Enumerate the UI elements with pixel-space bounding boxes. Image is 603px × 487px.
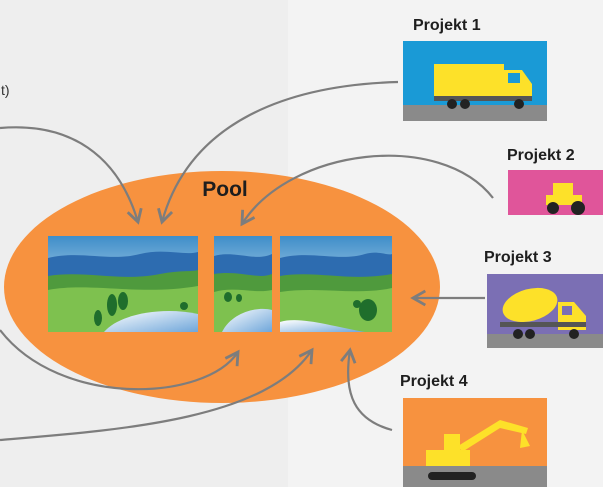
landscape-panel-right bbox=[280, 236, 392, 332]
project-1-card: Projekt 1 bbox=[403, 17, 547, 121]
left-edge-text-fragment: t) bbox=[1, 82, 10, 98]
arrow-pool-to-left-middle bbox=[0, 329, 240, 391]
arrow-left-upper-to-pool bbox=[0, 126, 143, 225]
arrow-projekt4-to-pool bbox=[340, 347, 393, 432]
arrow-projekt1-to-pool bbox=[157, 80, 399, 225]
project-1-label: Projekt 1 bbox=[413, 17, 481, 34]
cement-mixer-icon bbox=[500, 287, 586, 339]
flow-arrows bbox=[0, 80, 494, 442]
project-2-label: Projekt 2 bbox=[507, 147, 575, 164]
dump-truck-icon bbox=[434, 64, 532, 109]
project-4-label: Projekt 4 bbox=[400, 373, 468, 390]
project-4-card: Projekt 4 bbox=[400, 373, 547, 487]
pool-label: Pool bbox=[202, 178, 248, 201]
landscape-panel-left bbox=[48, 236, 198, 332]
arrow-pool-to-left-lower bbox=[0, 347, 314, 442]
arrow-projekt2-to-pool bbox=[240, 154, 494, 227]
project-3-card: Projekt 3 bbox=[484, 249, 603, 348]
tractor-icon bbox=[546, 183, 585, 215]
landscape-panel-middle bbox=[214, 236, 272, 332]
project-3-label: Projekt 3 bbox=[484, 249, 552, 266]
project-2-card: Projekt 2 bbox=[507, 147, 603, 215]
excavator-icon bbox=[426, 420, 530, 480]
